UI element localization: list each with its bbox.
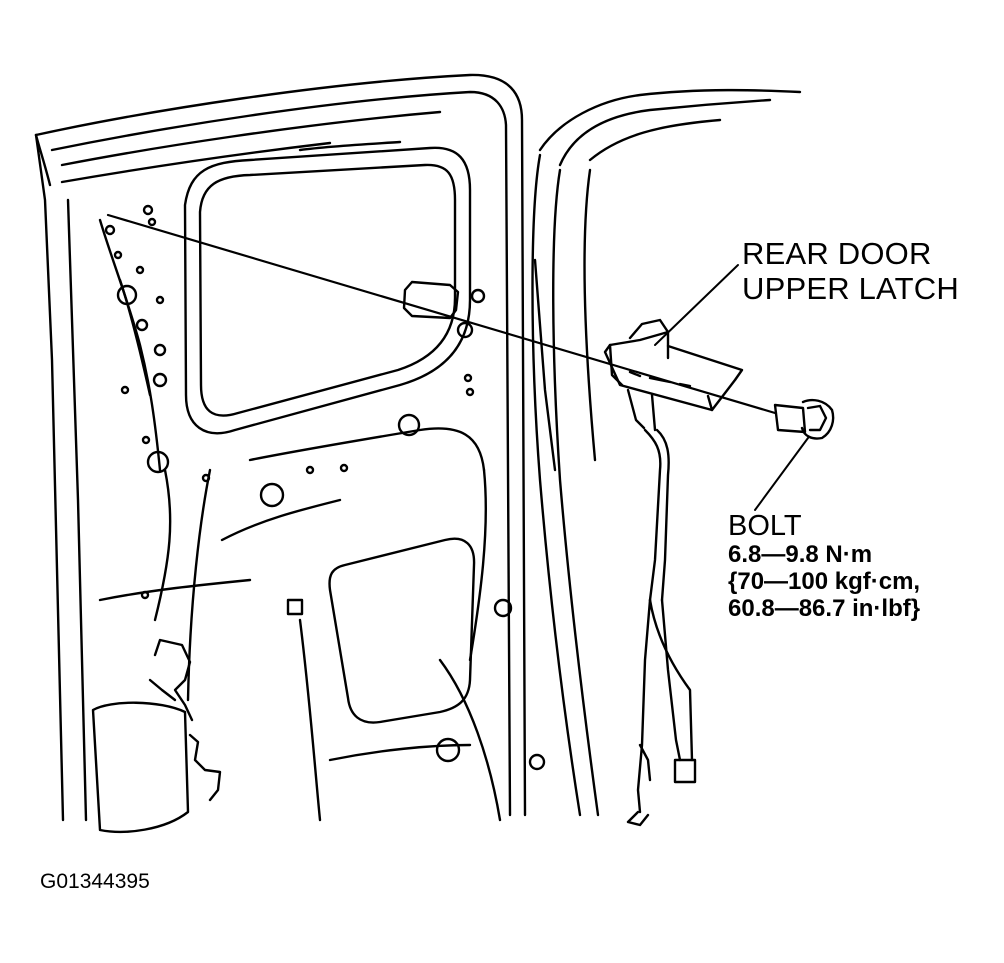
bolt-leader <box>106 213 777 415</box>
bolt-label-title: BOLT <box>728 510 802 542</box>
bolt-torque-nm: 6.8—9.8 N·m <box>728 541 873 569</box>
window-bracket <box>402 280 460 320</box>
wire-harness <box>626 428 697 827</box>
door-frame <box>34 73 527 822</box>
latch-label-line2: UPPER LATCH <box>742 270 959 306</box>
latch-label-line1: REAR DOOR <box>742 236 932 271</box>
panel-holes <box>104 204 546 771</box>
bolt-callout: BOLT 6.8—9.8 N·m {70—100 kgf·cm, 60.8—86… <box>728 510 920 623</box>
figure-id: G01344395 <box>40 870 150 893</box>
door-hinge <box>91 638 222 833</box>
bolt-torque-kgfcm: {70—100 kgf·cm, <box>728 568 921 596</box>
window-opening <box>183 146 472 435</box>
bolt <box>773 398 835 440</box>
bolt-callout-line <box>754 437 809 511</box>
upper-latch <box>603 318 744 432</box>
latch-callout-line <box>654 264 739 346</box>
inner-panel <box>98 218 502 822</box>
body-pillar <box>531 88 802 817</box>
latch-callout: REAR DOOR UPPER LATCH <box>742 236 959 306</box>
bolt-torque-inlbf: 60.8—86.7 in·lbf} <box>728 595 921 623</box>
access-hole <box>328 537 476 724</box>
